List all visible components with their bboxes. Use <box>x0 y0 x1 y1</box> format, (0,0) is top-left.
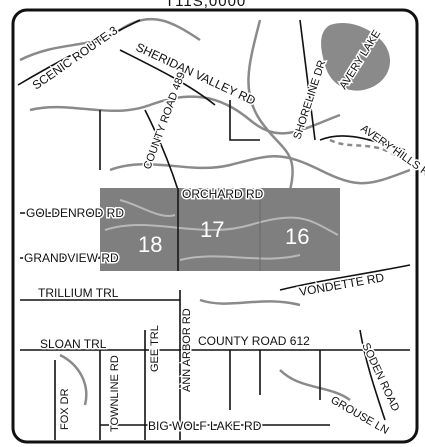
stream-southeast <box>279 369 351 402</box>
road-scenic-route <box>17 19 141 86</box>
label-gee: GEE TRL <box>149 325 161 372</box>
label-grouse: GROUSE LN <box>329 394 391 437</box>
label-shoreline: SHORELINE DR <box>291 59 328 141</box>
band-stream-1 <box>104 216 339 236</box>
label-ann-arbor: ANN ARBOR RD <box>181 308 193 392</box>
stream-southwest <box>59 353 88 406</box>
label-big-wolf-lake: BIG WOLF LAKE RD <box>148 419 262 433</box>
road-avery-hills <box>319 135 406 151</box>
label-grandview: GRANDVIEW RD <box>24 251 119 265</box>
band-stream-2 <box>119 199 176 217</box>
stream-central <box>109 155 411 185</box>
label-vondette: VONDETTE RD <box>298 270 385 299</box>
road-minor-5 <box>229 100 260 141</box>
band-stream-3 <box>179 254 301 261</box>
road-vondette <box>279 264 411 291</box>
avery-lake-shape <box>321 22 390 91</box>
section-16-label: 16 <box>285 224 309 249</box>
label-goldenrod: GOLDENROD RD <box>26 206 124 220</box>
label-trillium: TRILLIUM TRL <box>38 286 119 300</box>
section-18-label: 18 <box>138 232 162 257</box>
stream-shore <box>247 19 294 191</box>
label-sloan: SLOAN TRL <box>40 337 107 351</box>
label-soden: SODEN ROAD <box>359 341 401 413</box>
label-avery-hills: AVERY HILLS RD <box>358 123 425 184</box>
map-frame <box>11 8 419 444</box>
stream-mid-north <box>29 95 341 135</box>
section-17-label: 17 <box>200 217 224 242</box>
label-county-489: COUNTY ROAD 489 <box>142 71 188 171</box>
stream-dashed-east <box>329 138 396 157</box>
label-fox: FOX DR <box>59 388 71 430</box>
label-scenic-route: SCENIC ROUTE 3 <box>30 23 121 92</box>
road-soden <box>359 329 386 421</box>
section-band-streams <box>104 199 339 261</box>
label-townline: TOWNLINE RD <box>109 355 121 432</box>
road-sheridan-valley <box>119 49 216 106</box>
map-title-fragment: T11S,0000 <box>165 0 246 10</box>
label-county-612: COUNTY ROAD 612 <box>198 334 310 348</box>
stream-south <box>199 298 301 307</box>
road-shoreline <box>299 19 316 141</box>
label-orchard: ORCHARD RD <box>182 187 264 201</box>
